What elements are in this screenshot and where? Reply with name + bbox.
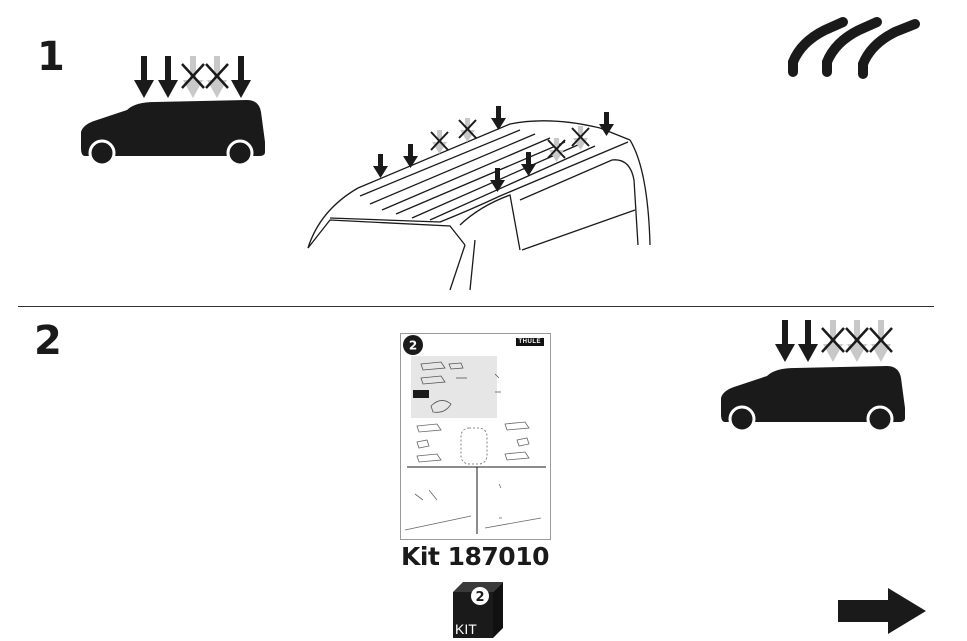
section-divider xyxy=(18,306,934,307)
kit-number-label: Kit 187010 xyxy=(401,542,549,571)
car-with-arrows-icon xyxy=(721,320,905,433)
sheet-brand-tag: THULE xyxy=(515,338,544,346)
step-number-2: 2 xyxy=(34,318,62,364)
sheet-drawing: 2 xyxy=(403,335,546,534)
svg-text:2: 2 xyxy=(409,339,417,353)
roof-rails-icon xyxy=(788,17,920,79)
kit-box-number: 2 xyxy=(475,590,484,605)
van-roof-icon xyxy=(307,106,651,291)
kit-box-text: KIT xyxy=(455,621,477,637)
instruction-sheet: THULE 2 xyxy=(400,333,551,540)
kit-box-icon: 2 KIT xyxy=(453,582,503,638)
step-number-1: 1 xyxy=(37,34,65,80)
next-arrow-icon[interactable] xyxy=(838,586,928,636)
car-with-arrows-icon xyxy=(81,56,265,167)
